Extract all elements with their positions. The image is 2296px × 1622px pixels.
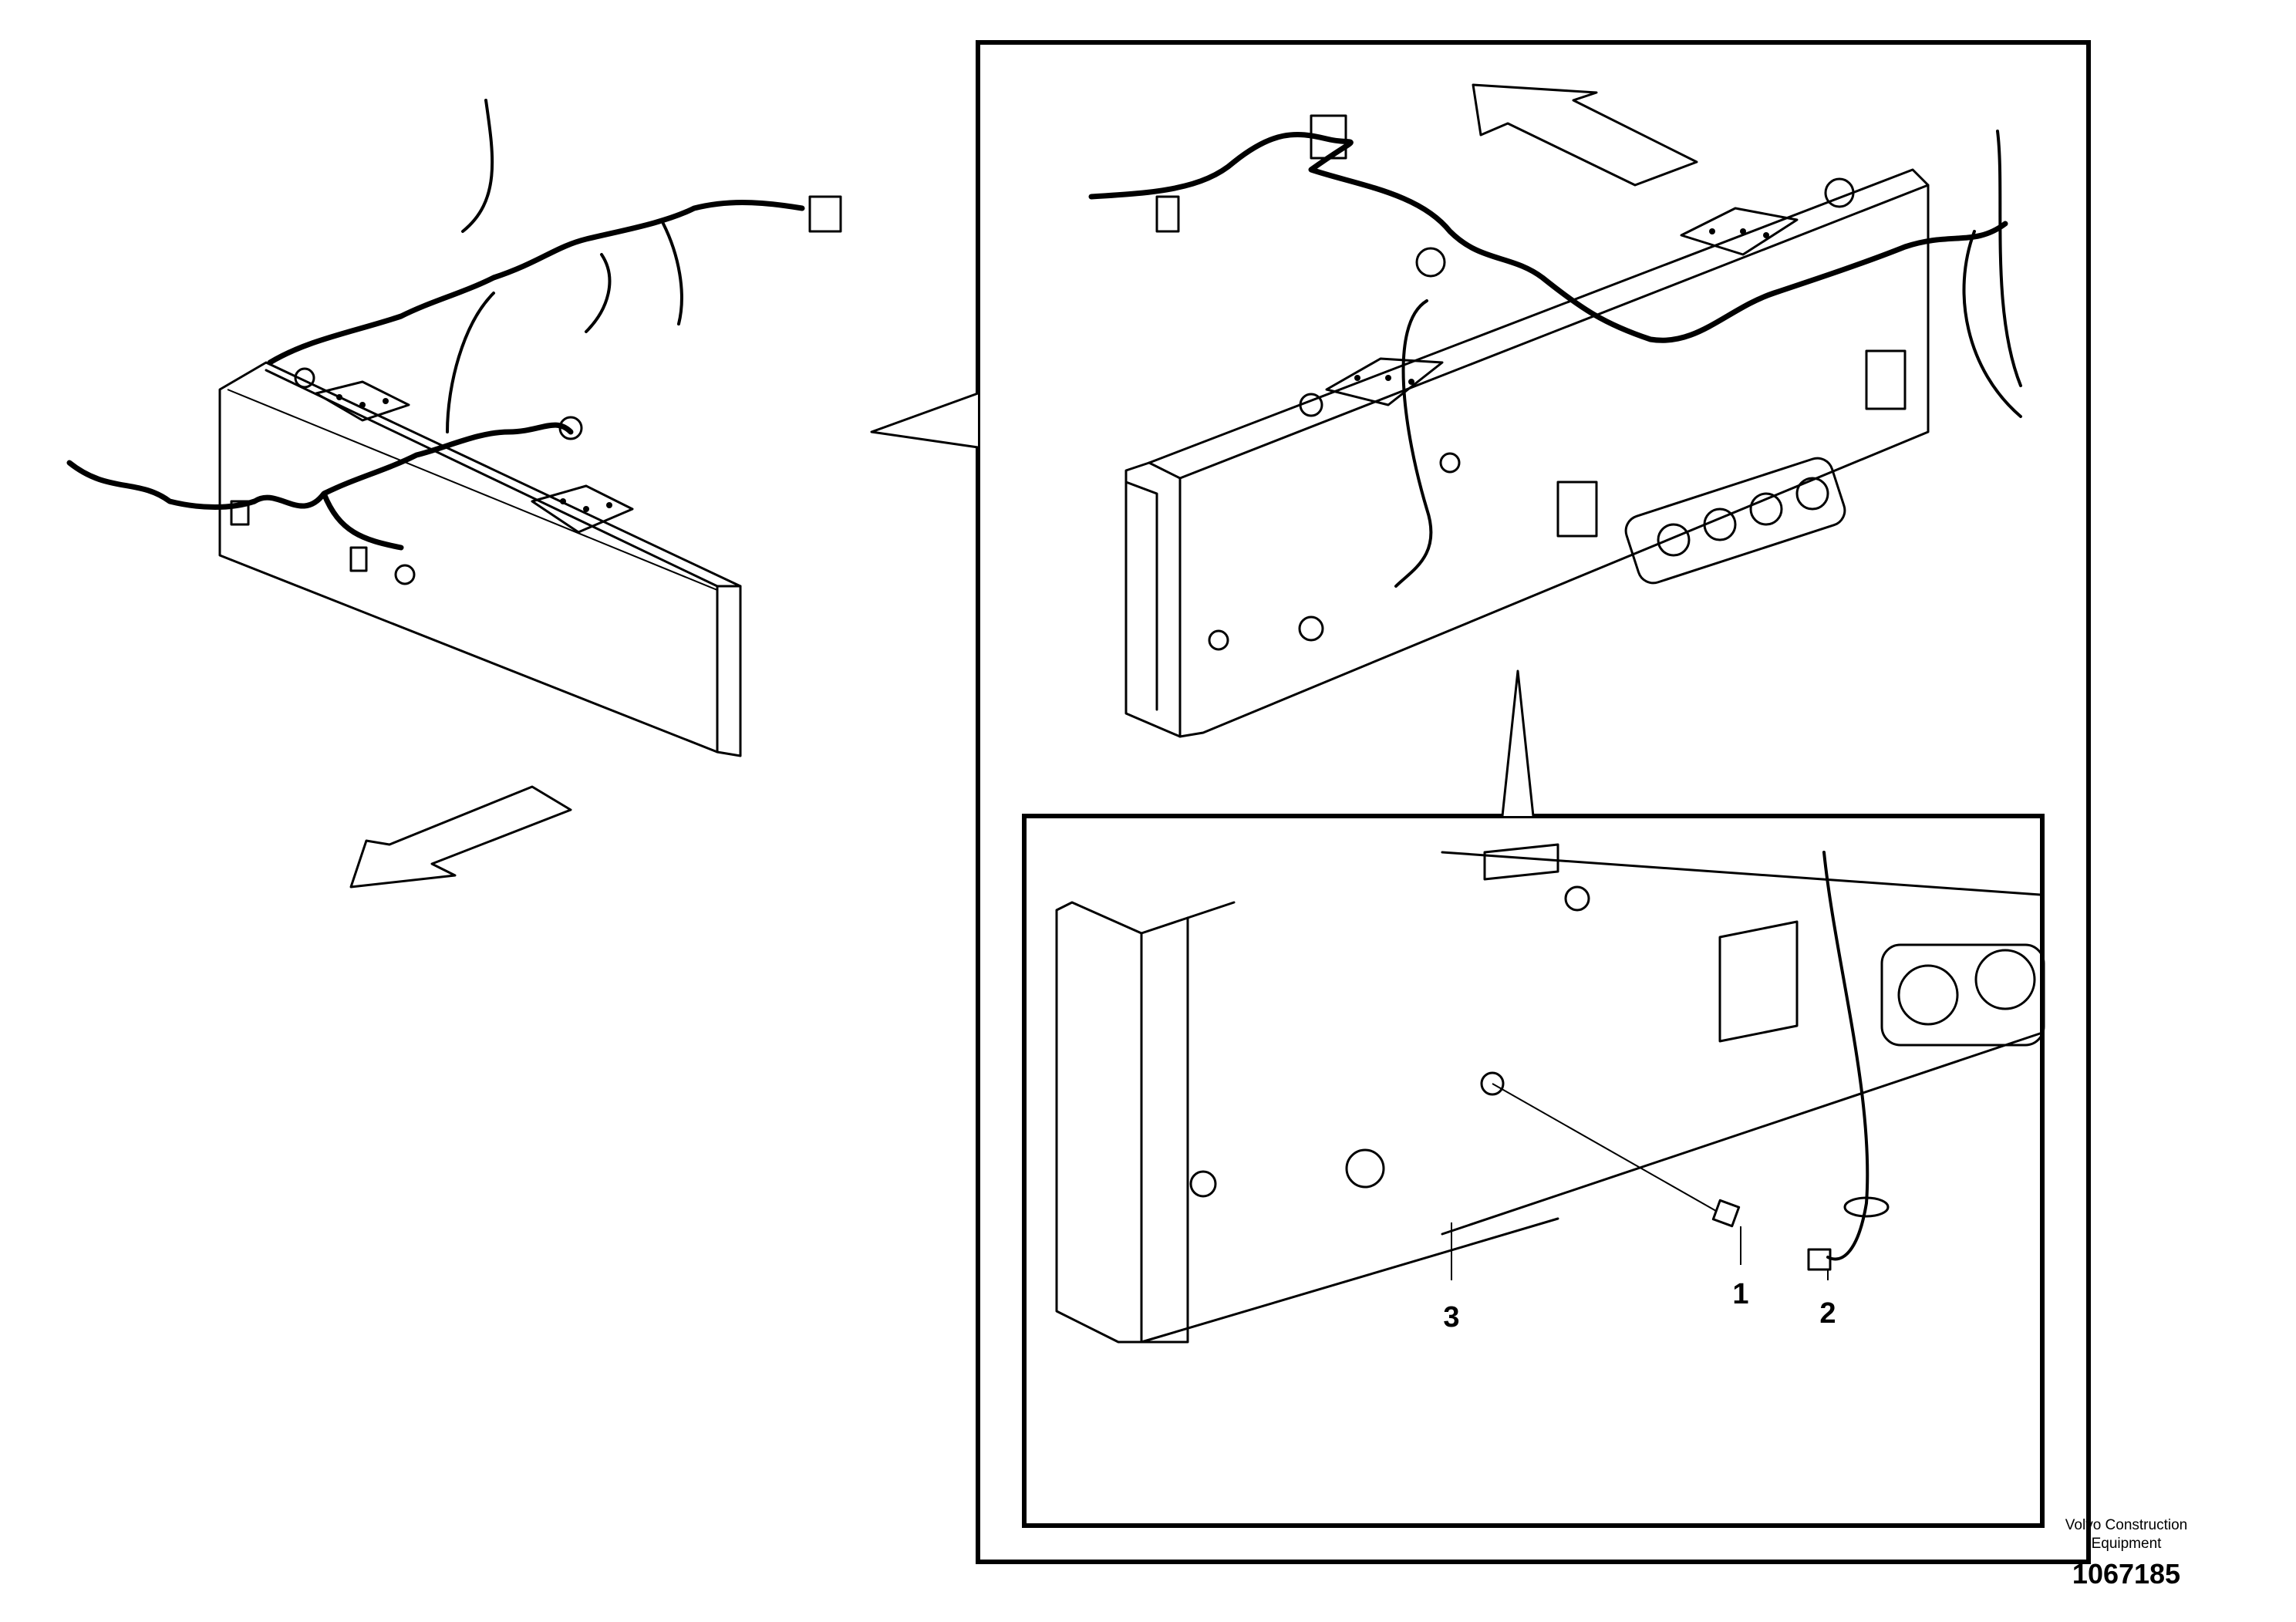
detail-pointer-inset <box>1501 669 1535 818</box>
overview-connector <box>808 195 842 233</box>
inset-sensor-leader <box>1492 1083 1717 1212</box>
overview-tank-end-face <box>265 369 742 754</box>
inset-sensor-port <box>1480 1071 1505 1096</box>
callout-3: 3 <box>1443 1301 1459 1334</box>
overview-top-plate-2 <box>531 484 634 534</box>
detail-boss-2 <box>1298 615 1324 642</box>
detail-top-plate-2 <box>1680 207 1799 256</box>
inset-tank-body <box>1055 901 1143 1344</box>
overview-direction-arrow <box>349 785 572 889</box>
inset-port-block <box>1880 943 2045 1047</box>
detail-wiring-harness <box>1088 131 2008 343</box>
inset-port-1 <box>1897 964 1959 1026</box>
detail-direction-arrow <box>1472 83 1698 187</box>
detail-bracket-1 <box>1556 481 1598 538</box>
inset-port-2 <box>1974 949 2036 1010</box>
overview-sensor <box>394 564 416 585</box>
inset-boss-1 <box>1189 1170 1217 1198</box>
sensor-item-1 <box>1711 1199 1741 1228</box>
detail-filler-cap <box>1824 177 1855 208</box>
detail-pointer-left <box>870 392 979 449</box>
detail-connector-round <box>1415 247 1446 278</box>
inset-clip <box>1483 843 1559 881</box>
detail-tank-assembly <box>1088 83 2022 738</box>
callout-2: 2 <box>1819 1297 1836 1330</box>
inset-tank-closeup <box>1055 843 2045 1344</box>
detail-boss-1 <box>1208 629 1229 651</box>
detail-port-block <box>1624 457 1846 585</box>
inset-boss-2 <box>1345 1148 1385 1189</box>
detail-boss-3 <box>1439 452 1461 474</box>
detail-bracket-2 <box>1865 349 1907 410</box>
overview-filler-cap <box>294 367 315 389</box>
overview-clip-2 <box>230 500 250 526</box>
overview-top-plate-1 <box>315 380 410 422</box>
callout-1: 1 <box>1732 1278 1748 1310</box>
overview-wiring-harness <box>66 200 805 551</box>
detail-connector-2 <box>1310 114 1347 160</box>
detail-connector-1 <box>1155 195 1180 233</box>
overview-connector-round <box>558 416 583 440</box>
cable-item-2 <box>1822 851 1870 1261</box>
connector-item-2 <box>1807 1248 1832 1271</box>
overview-assembly <box>66 99 842 889</box>
cable-tie <box>1843 1196 1890 1218</box>
overview-clip <box>349 546 368 572</box>
overview-tank-body <box>218 361 742 757</box>
detail-boss-top <box>1299 393 1323 417</box>
detail-top-plate-1 <box>1325 357 1444 406</box>
brand-line-1: Volvo Construction <box>2065 1517 2188 1533</box>
brand-line-2: Equipment <box>2091 1536 2162 1552</box>
brand-label: Volvo Construction Equipment <box>2026 1516 2227 1553</box>
part-number: 1067185 <box>2072 1558 2181 1590</box>
inset-tank-face <box>1140 851 2041 1344</box>
inset-boss-top <box>1564 885 1590 912</box>
inset-bracket <box>1718 920 1799 1043</box>
detail-ports <box>1657 477 1829 557</box>
detail-frame-main <box>976 40 2091 1564</box>
